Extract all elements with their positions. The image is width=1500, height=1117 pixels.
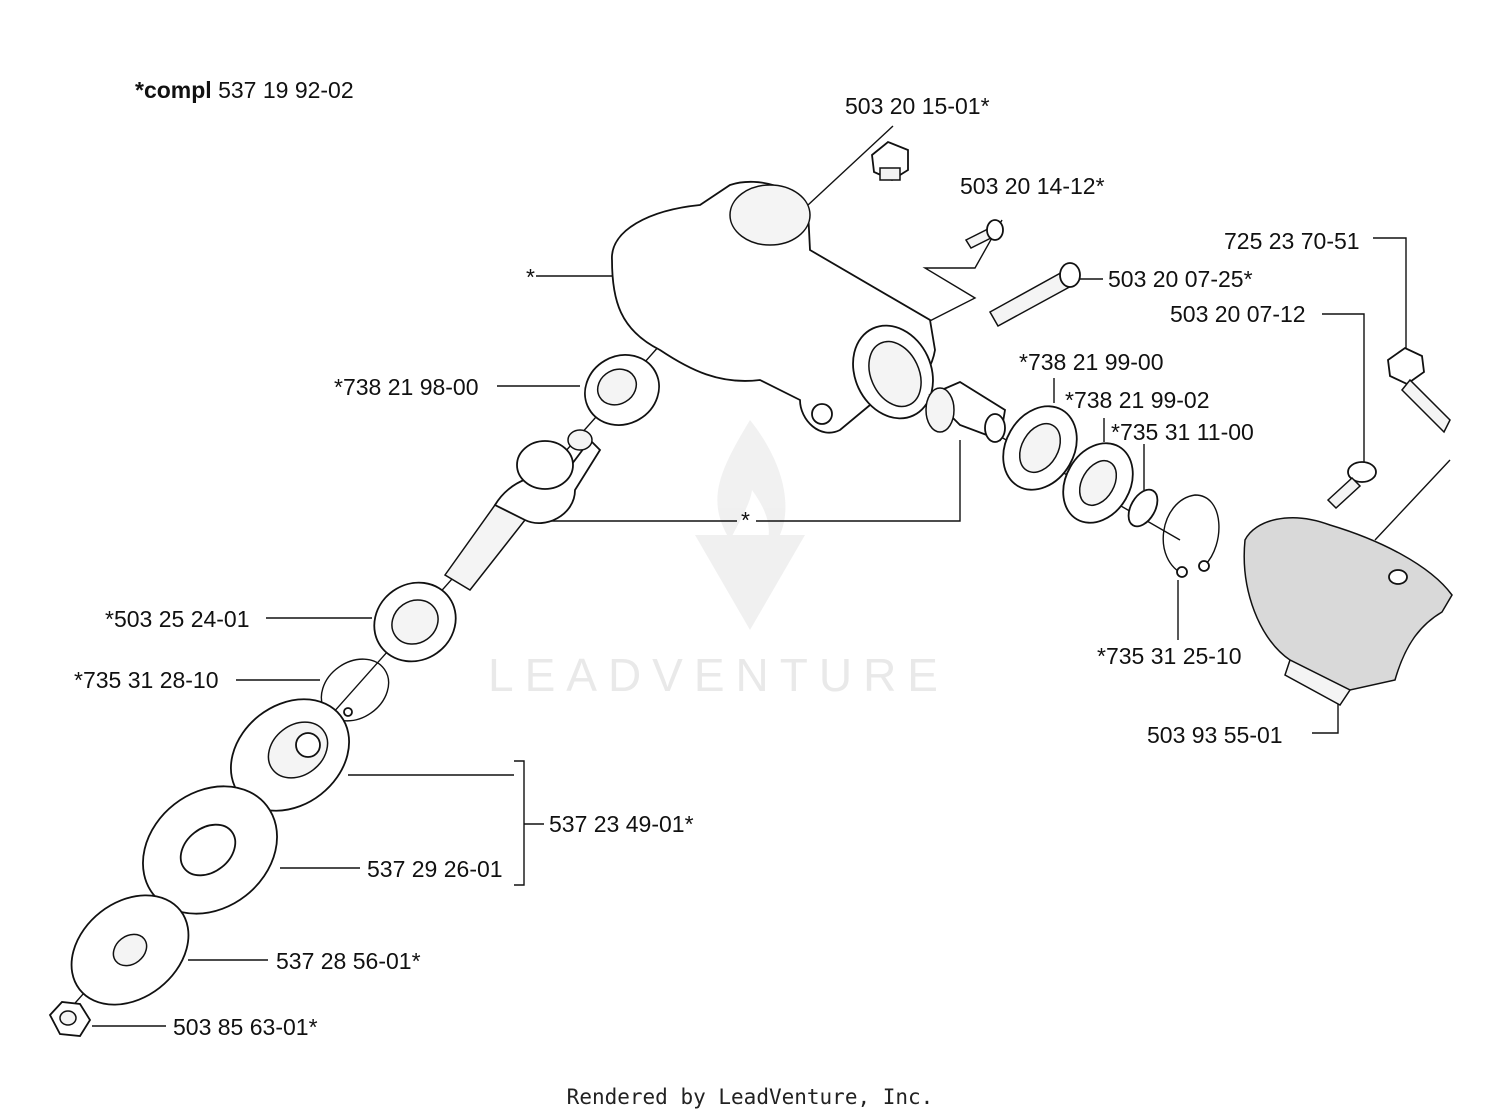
bearing-lower <box>373 581 457 663</box>
guard-plate <box>1243 459 1453 706</box>
gear-housing <box>611 180 936 434</box>
footer-credit: Rendered by LeadVenture, Inc. <box>566 1085 934 1109</box>
label-738-21-98-00: *738 21 98-00 <box>334 374 479 400</box>
cover-screw <box>1326 461 1377 510</box>
watermark-text: LEADVENTURE <box>488 649 949 701</box>
lock-nut <box>48 1001 92 1037</box>
label-735-31-28-10: *735 31 28-10 <box>74 667 219 693</box>
label-537-28-56-01: 537 28 56-01* <box>276 948 421 974</box>
compl-number: 537 19 92-02 <box>218 77 354 103</box>
label-503-20-07-12: 503 20 07-12 <box>1170 301 1306 327</box>
label-503-20-15-01: 503 20 15-01* <box>845 93 990 119</box>
label-503-20-14-12: 503 20 14-12* <box>960 173 1105 199</box>
label-537-23-49-01: 537 23 49-01* <box>549 811 694 837</box>
long-screw <box>988 262 1081 328</box>
compl-prefix: *compl <box>135 77 212 103</box>
label-503-25-24-01: *503 25 24-01 <box>105 606 250 632</box>
circlip-large <box>1162 494 1220 578</box>
bearing-right-2 <box>1062 442 1134 524</box>
label-537-29-26-01: 537 29 26-01 <box>367 856 503 882</box>
plug-screw <box>871 140 909 182</box>
watermark-logo <box>695 420 805 630</box>
label-503-20-07-25: 503 20 07-25* <box>1108 266 1253 292</box>
label-738-21-99-00: *738 21 99-00 <box>1019 349 1164 375</box>
label-738-21-99-02: *738 21 99-02 <box>1065 387 1210 413</box>
label-503-85-63-01: 503 85 63-01* <box>173 1014 318 1040</box>
label-housing-star: * <box>526 264 535 290</box>
drive-disc <box>230 698 350 812</box>
compl-label: *compl 537 19 92-02 <box>135 77 354 103</box>
label-gear-star: * <box>741 507 750 533</box>
small-ring <box>1127 488 1159 528</box>
washer <box>70 894 190 1006</box>
label-725-23-70-51: 725 23 70-51 <box>1224 228 1360 254</box>
small-screw <box>964 219 1004 249</box>
bearing-upper <box>584 354 660 426</box>
pinion-gear <box>925 380 1006 443</box>
support-cup <box>142 785 278 915</box>
bearing-right-1 <box>1002 405 1078 491</box>
label-735-31-11-00: *735 31 11-00 <box>1111 419 1254 445</box>
gear-shaft <box>443 429 602 591</box>
label-735-31-25-10: *735 31 25-10 <box>1097 643 1242 669</box>
label-503-93-55-01: 503 93 55-01 <box>1147 722 1283 748</box>
hex-bolt <box>1387 346 1451 434</box>
